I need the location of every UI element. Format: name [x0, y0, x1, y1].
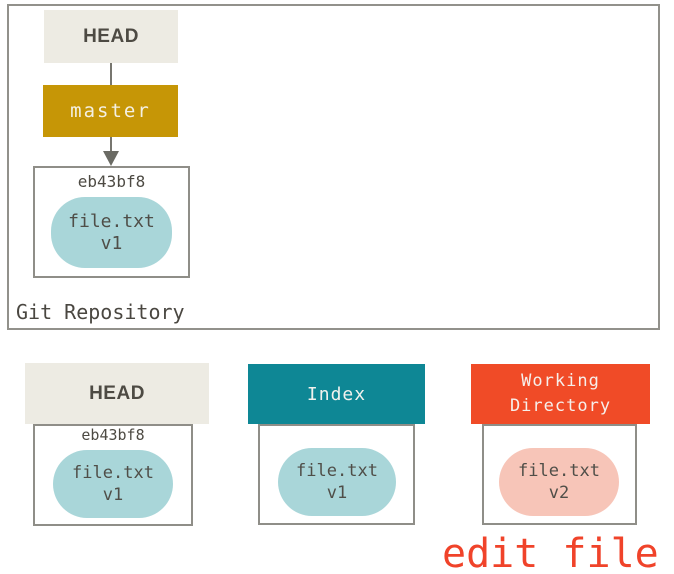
arrow-down-icon: [103, 151, 119, 166]
commit-hash: eb43bf8: [77, 172, 146, 191]
head-ref-box: HEAD: [44, 10, 178, 63]
working-directory-title-line1: Working: [521, 371, 600, 391]
working-directory-file-blob: file.txt v2: [499, 448, 619, 516]
master-branch-box: master: [43, 85, 178, 137]
file-name: file.txt: [72, 463, 154, 483]
index-file-blob: file.txt v1: [278, 448, 396, 516]
file-version: v2: [548, 483, 570, 503]
head-file-blob: file.txt v1: [53, 450, 173, 518]
head-ref-label: HEAD: [83, 25, 139, 47]
working-directory-column-header: Working Directory: [471, 364, 650, 424]
file-version: v1: [102, 485, 124, 505]
working-directory-title-line2: Directory: [509, 396, 612, 416]
master-to-commit-line: [110, 137, 112, 153]
head-to-master-line: [110, 63, 112, 85]
index-column-header: Index: [248, 364, 425, 424]
file-name: file.txt: [68, 210, 155, 232]
head-column-title: HEAD: [89, 382, 145, 404]
file-name: file.txt: [518, 461, 600, 481]
file-version: v1: [326, 483, 348, 503]
file-version: v1: [100, 232, 123, 254]
repository-caption: Git Repository: [16, 300, 185, 324]
head-column-hash: eb43bf8: [81, 426, 145, 444]
index-column-title: Index: [306, 383, 367, 405]
master-branch-label: master: [70, 100, 151, 122]
commit-file-blob: file.txt v1: [51, 197, 172, 268]
file-name: file.txt: [296, 461, 378, 481]
head-column-header: HEAD: [25, 363, 209, 424]
edit-file-annotation: edit file: [442, 531, 659, 574]
